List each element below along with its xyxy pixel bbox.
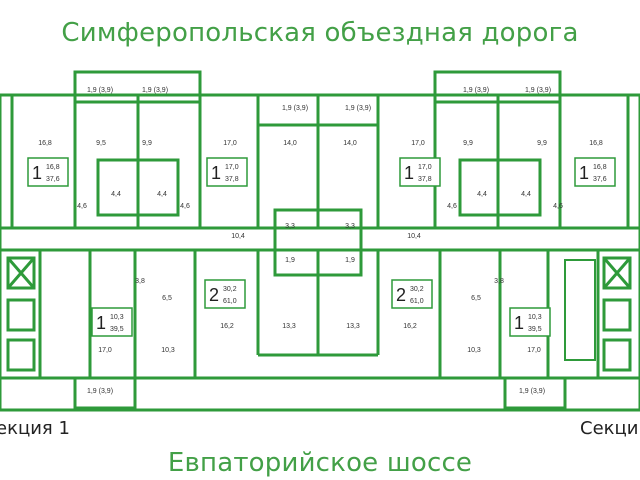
area-label: 4,6 (447, 203, 457, 210)
area-label: 1,9 (3,9) (525, 87, 551, 94)
room-count: 2 (209, 285, 219, 305)
apartment-badge: 1 17,0 37,8 (399, 157, 441, 187)
apartment-badge: 1 10,3 39,5 (509, 307, 551, 337)
road-name-bottom: Евпаторийское шоссе (167, 448, 473, 478)
living-area: 17,0 (418, 164, 432, 171)
living-area: 16,8 (593, 164, 607, 171)
area-label: 1,9 (3,9) (463, 87, 489, 94)
area-label: 10,4 (407, 233, 421, 240)
area-label: 16,8 (589, 140, 603, 147)
room-count: 1 (32, 163, 42, 183)
apartment-badge: 2 30,2 61,0 (391, 279, 433, 309)
area-label: 3,8 (135, 278, 145, 285)
total-area: 39,5 (110, 326, 124, 333)
area-label: 10,3 (467, 347, 481, 354)
total-area: 61,0 (410, 298, 424, 305)
area-label: 1,9 (3,9) (142, 87, 168, 94)
area-label: 13,3 (346, 323, 360, 330)
area-label: 3,3 (345, 223, 355, 230)
total-area: 39,5 (528, 326, 542, 333)
area-label: 4,4 (111, 191, 121, 198)
area-label: 4,4 (477, 191, 487, 198)
area-label: 10,4 (231, 233, 245, 240)
area-label: 1,9 (3,9) (87, 388, 113, 395)
area-label: 17,0 (98, 347, 112, 354)
apartment-badge: 1 10,3 39,5 (91, 307, 133, 337)
living-area: 30,2 (223, 286, 237, 293)
room-count: 1 (96, 313, 106, 333)
area-label: 1,9 (3,9) (345, 105, 371, 112)
room-count: 1 (514, 313, 524, 333)
area-label: 14,0 (283, 140, 297, 147)
apartment-badge: 2 30,2 61,0 (204, 279, 246, 309)
area-label: 4,6 (77, 203, 87, 210)
living-area: 10,3 (110, 314, 124, 321)
room-count: 2 (396, 285, 406, 305)
area-label: 1,9 (3,9) (282, 105, 308, 112)
total-area: 37,6 (593, 176, 607, 183)
area-label: 9,5 (96, 140, 106, 147)
area-label: 6,5 (471, 295, 481, 302)
section-label-left: екция 1 (0, 418, 70, 439)
area-label: 13,3 (282, 323, 296, 330)
area-label: 17,0 (527, 347, 541, 354)
total-area: 37,8 (225, 176, 239, 183)
area-label: 10,3 (161, 347, 175, 354)
living-area: 30,2 (410, 286, 424, 293)
area-label: 9,9 (463, 140, 473, 147)
area-label: 4,4 (157, 191, 167, 198)
area-label: 4,6 (553, 203, 563, 210)
area-label: 3,3 (285, 223, 295, 230)
living-area: 16,8 (46, 164, 60, 171)
area-label: 3,8 (494, 278, 504, 285)
apartment-badge: 1 17,0 37,8 (206, 157, 248, 187)
room-count: 1 (579, 163, 589, 183)
area-label: 16,2 (220, 323, 234, 330)
living-area: 17,0 (225, 164, 239, 171)
area-label: 17,0 (223, 140, 237, 147)
total-area: 37,8 (418, 176, 432, 183)
total-area: 37,6 (46, 176, 60, 183)
area-label: 16,2 (403, 323, 417, 330)
apartment-badges: 1 16,8 37,6 1 17,0 37,8 1 17,0 37,8 1 16,8 37,6 1 10,… (27, 157, 616, 337)
room-count: 1 (404, 163, 414, 183)
apartment-badge: 1 16,8 37,6 (574, 157, 616, 187)
apartment-badge: 1 16,8 37,6 (27, 157, 69, 187)
area-label: 17,0 (411, 140, 425, 147)
area-label: 9,9 (142, 140, 152, 147)
area-label: 16,8 (38, 140, 52, 147)
area-label: 1,9 (345, 257, 355, 264)
walls (0, 70, 640, 412)
room-count: 1 (211, 163, 221, 183)
total-area: 61,0 (223, 298, 237, 305)
area-label: 1,9 (285, 257, 295, 264)
area-label: 4,4 (521, 191, 531, 198)
area-label: 1,9 (3,9) (519, 388, 545, 395)
area-label: 4,6 (180, 203, 190, 210)
area-label: 1,9 (3,9) (87, 87, 113, 94)
living-area: 10,3 (528, 314, 542, 321)
area-labels: 1,9 (3,9) 1,9 (3,9) 1,9 (3,9) 1,9 (3,9) 1,9 … (38, 87, 603, 395)
area-label: 6,5 (162, 295, 172, 302)
area-label: 9,9 (537, 140, 547, 147)
area-label: 14,0 (343, 140, 357, 147)
section-label-right: Секци (580, 418, 639, 439)
road-name-top: Симферопольская объездная дорога (61, 18, 579, 48)
